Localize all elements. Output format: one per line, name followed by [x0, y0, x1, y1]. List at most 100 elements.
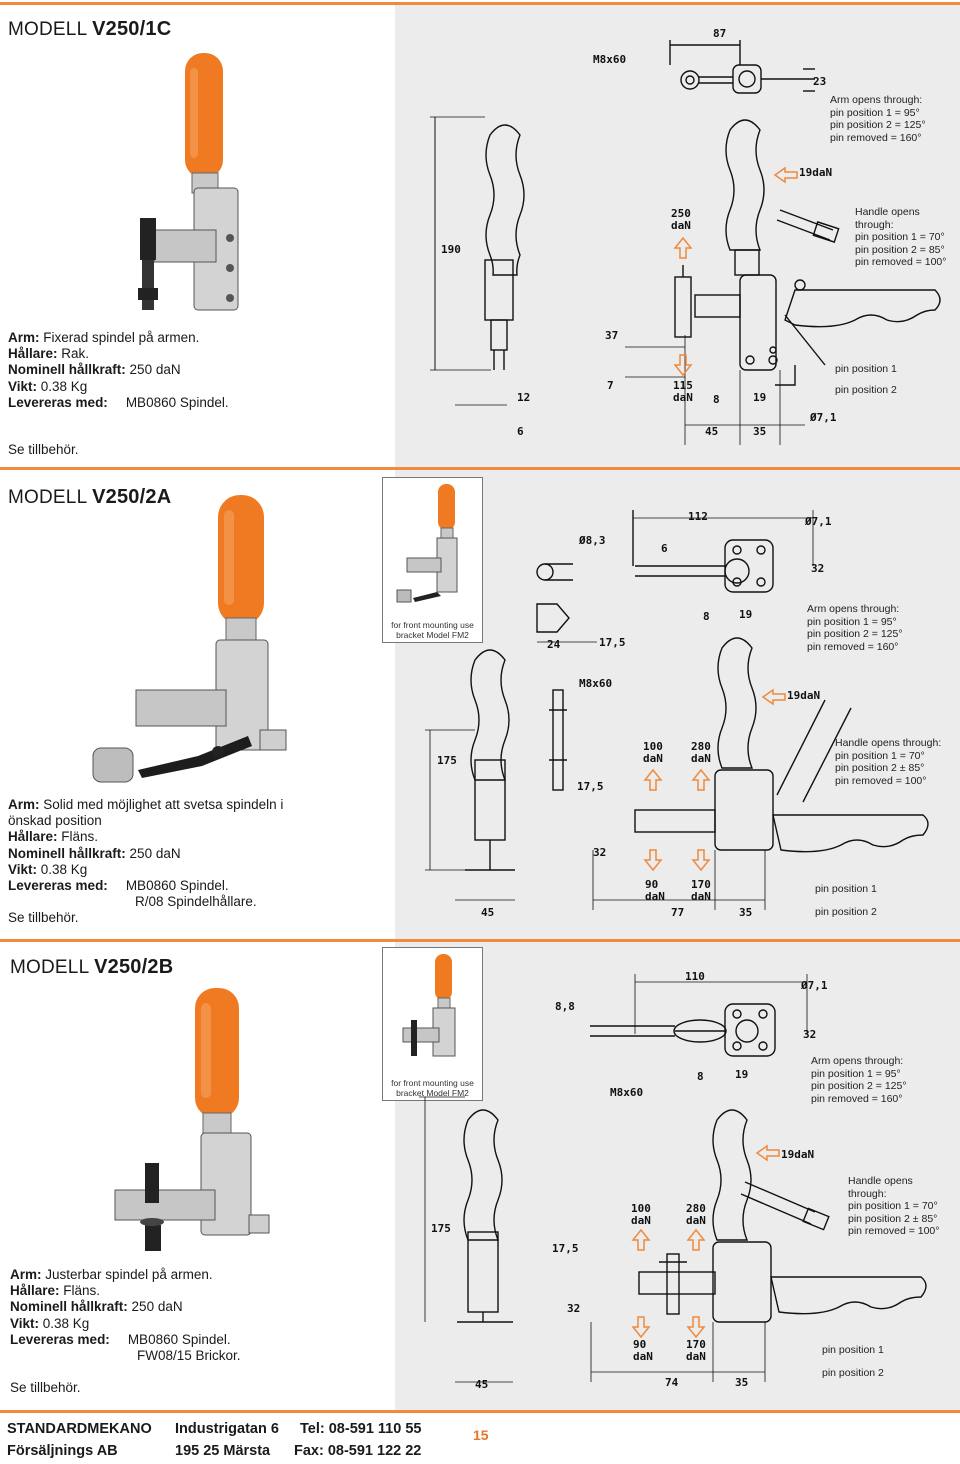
- svg-text:daN: daN: [686, 1214, 706, 1227]
- company-name: STANDARDMEKANO: [7, 1421, 152, 1437]
- svg-text:35: 35: [753, 425, 766, 438]
- arrow-up-icon: [643, 768, 663, 791]
- svg-text:74: 74: [665, 1376, 679, 1389]
- svg-text:daN: daN: [633, 1350, 653, 1363]
- svg-text:100: 100: [631, 1202, 651, 1215]
- inset-photo-3: [402, 954, 456, 1057]
- svg-text:35: 35: [739, 906, 752, 919]
- specs-3: Arm: Justerbar spindel på armen. Hållare…: [10, 1267, 241, 1364]
- model-title-3: MODELL V250/2B: [10, 956, 174, 978]
- svg-text:90: 90: [645, 878, 658, 891]
- svg-text:17,5: 17,5: [577, 780, 604, 793]
- pin-position-2-label-2: pin position 2: [815, 906, 877, 918]
- arrow-left-icon: [755, 1144, 780, 1162]
- svg-text:170: 170: [686, 1338, 706, 1351]
- svg-text:17,5: 17,5: [599, 636, 626, 649]
- svg-text:175: 175: [431, 1222, 451, 1235]
- spindle: [145, 1163, 159, 1203]
- svg-text:19: 19: [739, 608, 752, 621]
- section-rule-3: [0, 939, 960, 942]
- footer-rule: [0, 1410, 960, 1413]
- phone-number: Tel: 08-591 110 55: [300, 1421, 422, 1437]
- arm-opens-note-3: Arm opens through:pin position 1 = 95°pi…: [811, 1055, 907, 1105]
- svg-text:6: 6: [661, 542, 668, 555]
- svg-text:110: 110: [685, 970, 705, 983]
- svg-text:170: 170: [691, 878, 711, 891]
- svg-text:23: 23: [813, 75, 826, 88]
- see-accessories-2: Se tillbehör.: [8, 910, 79, 925]
- arrow-left-icon: [761, 688, 786, 706]
- svg-text:daN: daN: [645, 890, 665, 903]
- specs-2: Arm: Solid med möjlighet att svetsa spin…: [8, 797, 284, 910]
- svg-text:24: 24: [547, 638, 561, 651]
- drawing-panel-2: [395, 470, 960, 940]
- svg-text:32: 32: [593, 846, 606, 859]
- svg-text:45: 45: [475, 1378, 488, 1391]
- arrow-down-icon: [643, 849, 663, 872]
- arrow-left-icon: [773, 166, 798, 184]
- svg-text:100: 100: [643, 740, 663, 753]
- arm-opens-note-2: Arm opens through:pin position 1 = 95°pi…: [807, 603, 903, 653]
- svg-text:daN: daN: [691, 890, 711, 903]
- svg-text:250: 250: [671, 207, 691, 220]
- spindle: [140, 218, 156, 260]
- svg-text:daN: daN: [691, 752, 711, 765]
- svg-text:19daN: 19daN: [787, 689, 820, 702]
- svg-text:87: 87: [713, 27, 726, 40]
- svg-text:112: 112: [688, 510, 708, 523]
- clamp-photo-3: [114, 988, 270, 1251]
- handle-opens-note-2: Handle opens through:pin position 1 = 70…: [835, 737, 942, 787]
- svg-text:115: 115: [673, 379, 693, 392]
- clamp-photo-2: [92, 495, 287, 783]
- spindle: [138, 736, 252, 778]
- specs-1: Arm: Fixerad spindel på armen. Hållare: …: [8, 330, 229, 410]
- model-title-2: MODELL V250/2A: [8, 486, 172, 508]
- svg-text:190: 190: [441, 243, 461, 256]
- svg-text:7: 7: [607, 379, 614, 392]
- arrow-down-icon: [673, 354, 693, 377]
- svg-text:8: 8: [713, 393, 720, 406]
- svg-text:19: 19: [735, 1068, 748, 1081]
- svg-text:32: 32: [811, 562, 824, 575]
- technical-drawing-1: M8x60 87 23 190 250 daN 19daN 37 7 115 d…: [430, 27, 941, 445]
- pin-position-1-label-1: pin position 1: [835, 363, 897, 375]
- city-address: 195 25 Märsta: [175, 1443, 271, 1459]
- fax-number: Fax: 08-591 122 22: [294, 1443, 422, 1459]
- pin-position-1-label-3: pin position 1: [822, 1344, 884, 1356]
- see-accessories-1: Se tillbehör.: [8, 442, 79, 457]
- svg-text:280: 280: [691, 740, 711, 753]
- drawing-panel-3: [395, 942, 960, 1410]
- svg-text:17,5: 17,5: [552, 1242, 579, 1255]
- street-address: Industrigatan 6: [175, 1421, 279, 1437]
- arrow-up-icon: [631, 1228, 651, 1251]
- arrow-down-icon: [631, 1316, 651, 1339]
- model-title-1: MODELL V250/1C: [8, 18, 172, 40]
- section-rule-2: [0, 467, 960, 470]
- svg-text:Ø8,3: Ø8,3: [578, 534, 606, 547]
- svg-text:daN: daN: [643, 752, 663, 765]
- svg-text:175: 175: [437, 754, 457, 767]
- svg-text:daN: daN: [686, 1350, 706, 1363]
- arrow-up-icon: [673, 236, 693, 259]
- svg-text:19daN: 19daN: [799, 166, 832, 179]
- svg-text:19: 19: [753, 391, 766, 404]
- pin-position-2-label-3: pin position 2: [822, 1367, 884, 1379]
- svg-text:45: 45: [481, 906, 494, 919]
- pin-position-2-label-1: pin position 2: [835, 384, 897, 396]
- svg-text:90: 90: [633, 1338, 646, 1351]
- arrow-up-icon: [686, 1228, 706, 1251]
- arrow-down-icon: [686, 1316, 706, 1339]
- arrow-down-icon: [691, 849, 711, 872]
- technical-drawing-2: 112 Ø7,1 Ø8,3 6 32 8 19 24 17,5 M8x60 19…: [425, 510, 929, 919]
- svg-text:32: 32: [803, 1028, 816, 1041]
- footer: STANDARDMEKANO Försäljnings AB Industrig…: [0, 1408, 960, 1464]
- svg-text:12: 12: [517, 391, 530, 404]
- svg-text:8: 8: [697, 1070, 704, 1083]
- svg-text:32: 32: [567, 1302, 580, 1315]
- svg-text:280: 280: [686, 1202, 706, 1215]
- svg-text:19daN: 19daN: [781, 1148, 814, 1161]
- top-rule: [0, 2, 960, 5]
